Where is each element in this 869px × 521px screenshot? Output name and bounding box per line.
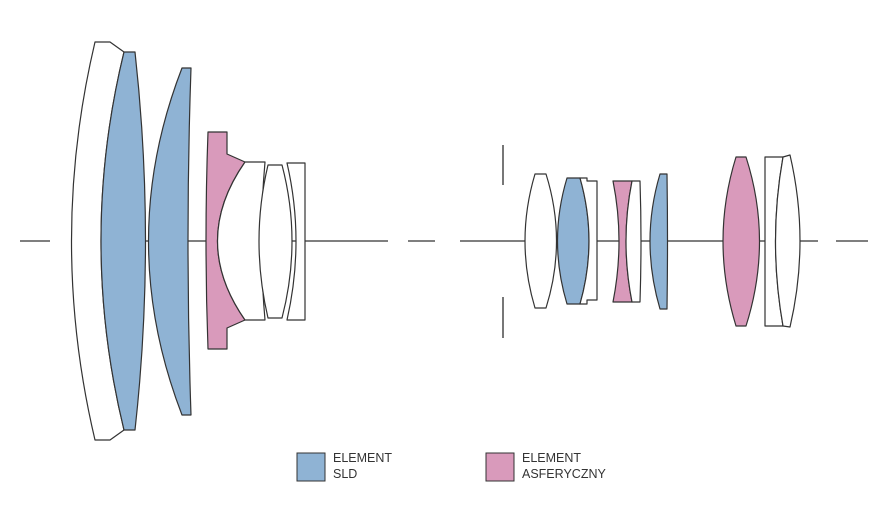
legend-label-sld-line2: SLD: [333, 467, 357, 481]
lens-element-14-aspherical: [722, 156, 761, 327]
lens-element-8: [524, 173, 558, 309]
lens-element-2-sld: [100, 51, 147, 431]
lens-element-10: [579, 177, 598, 305]
lens-element-6: [258, 164, 293, 319]
lens-element-13-sld: [649, 173, 669, 310]
legend: ELEMENT SLD ELEMENT ASFERYCZNY: [296, 451, 606, 482]
lens-element-7: [286, 162, 306, 321]
legend-swatch-aspherical: [485, 452, 515, 482]
legend-swatch-sld: [296, 452, 326, 482]
legend-label-aspherical-line2: ASFERYCZNY: [522, 467, 606, 481]
lens-element-3-sld: [147, 67, 192, 416]
legend-item-aspherical: ELEMENT ASFERYCZNY: [485, 451, 606, 482]
lens-element-12: [625, 180, 642, 303]
legend-item-sld: ELEMENT SLD: [296, 451, 392, 482]
legend-label-aspherical-line1: ELEMENT: [522, 451, 581, 465]
lens-element-16: [774, 154, 801, 328]
legend-label-sld-line1: ELEMENT: [333, 451, 392, 465]
